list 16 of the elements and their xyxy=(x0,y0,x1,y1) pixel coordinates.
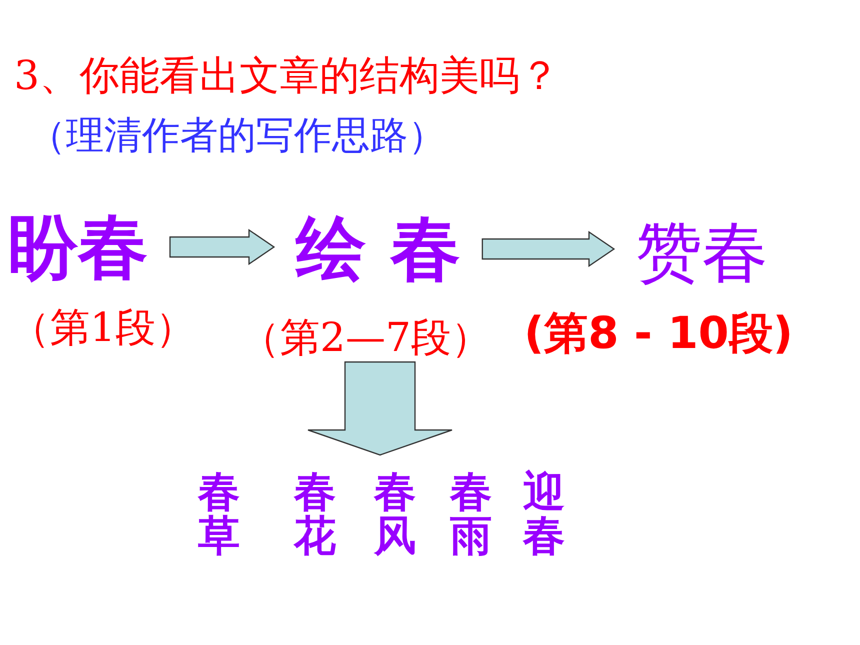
paragraph-range: （第2—7段） xyxy=(240,318,491,358)
title: 3、你能看出文章的结构美吗？ xyxy=(14,52,560,101)
paragraph-range: (第8 - 10段) xyxy=(524,312,793,356)
block-arrow xyxy=(307,361,453,456)
subtitle: （理清作者的写作思路） xyxy=(28,112,446,159)
spring-scene-word: 春风 xyxy=(374,470,416,558)
spring-scene-word: 迎春 xyxy=(523,470,565,558)
spring-scene-word: 春雨 xyxy=(450,470,492,558)
block-arrow xyxy=(169,228,276,266)
spring-scene-word: 春花 xyxy=(294,470,336,558)
stage-heading: 绘 春 xyxy=(296,214,460,284)
spring-scene-word: 春草 xyxy=(198,470,240,558)
stage-heading: 盼春 xyxy=(8,212,148,282)
stage-heading: 赞春 xyxy=(636,220,768,286)
paragraph-range: （第1段） xyxy=(10,308,196,348)
block-arrow xyxy=(482,230,616,268)
